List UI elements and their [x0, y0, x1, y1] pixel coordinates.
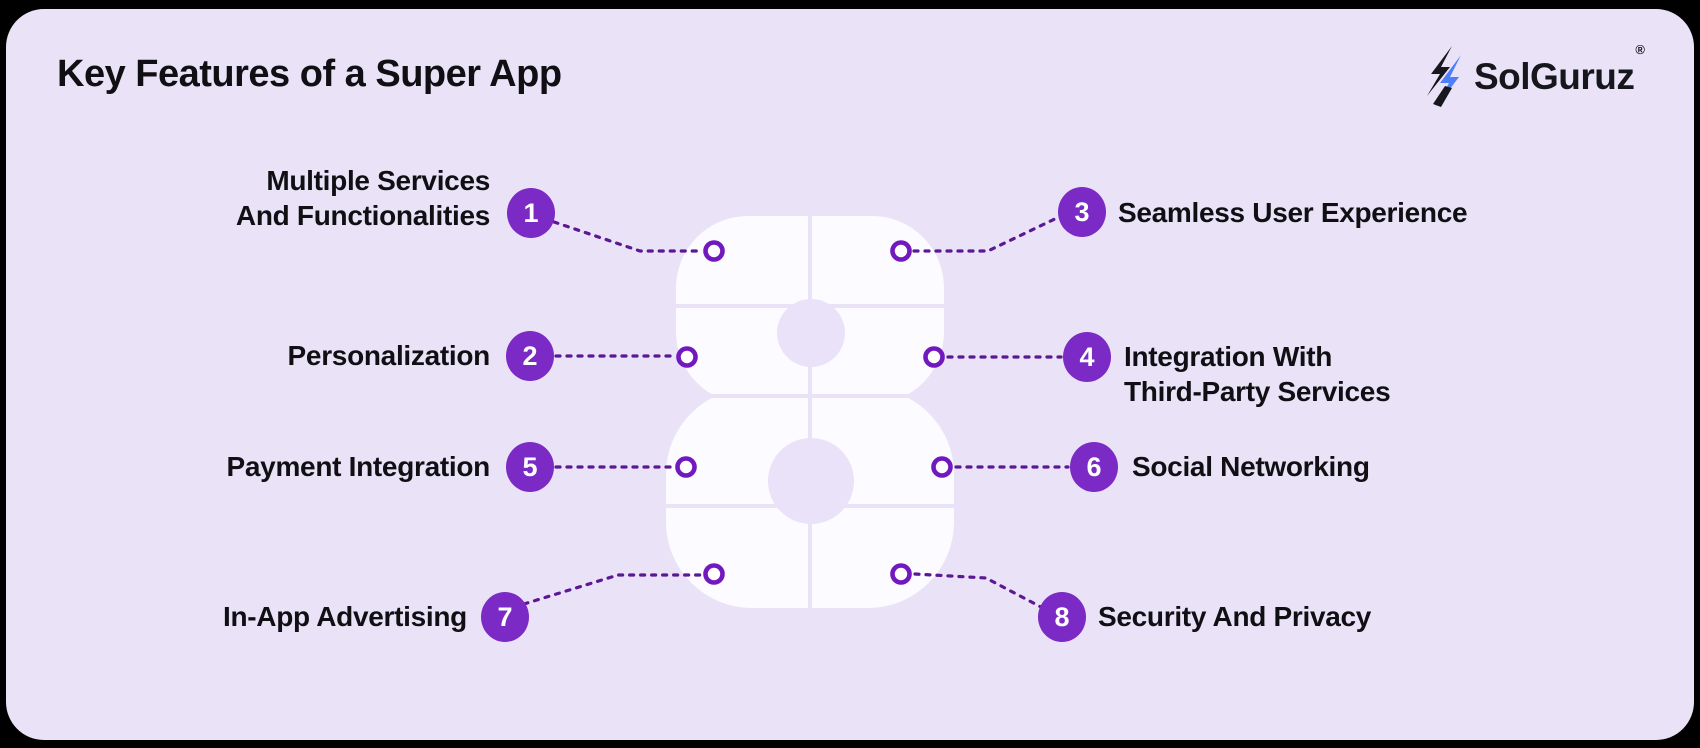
- connector-nodes: [675, 240, 953, 585]
- node-icon-6: [931, 456, 953, 478]
- solguruz-logo: SolGuruz®: [1421, 42, 1645, 108]
- feature-label-personalization: Personalization: [287, 340, 491, 371]
- figure-eight-shape: [650, 216, 970, 608]
- node-icon-2: [676, 346, 698, 368]
- logo-bolt-black: [1426, 46, 1452, 96]
- node-icon-3: [890, 240, 912, 262]
- node-icon-8: [890, 563, 912, 585]
- connector-1: [552, 220, 703, 253]
- node-icon-1: [703, 240, 725, 262]
- logo-bolt-black-tail: [1432, 86, 1452, 107]
- node-icon-7: [703, 563, 725, 585]
- registered-mark: ®: [1635, 42, 1645, 57]
- feature-badge-6: 6: [1070, 442, 1118, 492]
- solguruz-logo-icon: [1426, 46, 1461, 107]
- connector-3: [912, 215, 1061, 253]
- node-icon-5: [675, 456, 697, 478]
- feature-label-payment-integration: Payment Integration: [226, 451, 491, 482]
- feature-label-seamless-user-experience: Seamless User Experience: [1118, 197, 1468, 228]
- feature-badge-2: 2: [506, 331, 554, 381]
- feature-label-social-networking: Social Networking: [1132, 451, 1370, 482]
- feature-label-security-and-privacy: Security And Privacy: [1098, 601, 1372, 632]
- feature-label-integration-third-party: Integration With Third-Party Services: [1124, 341, 1391, 407]
- logo-text: SolGuruz: [1473, 56, 1635, 97]
- page-title: Key Features of a Super App: [57, 53, 562, 95]
- feature-badge-5: 5: [506, 442, 554, 492]
- feature-badge-4: 4: [1063, 332, 1111, 382]
- node-icon-4: [923, 346, 945, 368]
- dotted-connectors: [522, 215, 1070, 609]
- feature-badge-7: 7: [481, 592, 529, 642]
- connector-7: [522, 573, 702, 606]
- feature-label-multiple-services: Multiple Services And Functionalities: [235, 165, 490, 231]
- logo-bolt-blue: [1435, 55, 1461, 107]
- connector-8: [913, 572, 1043, 609]
- feature-badge-8: 8: [1038, 592, 1086, 642]
- feature-label-in-app-advertising: In-App Advertising: [222, 601, 467, 632]
- feature-badge-3: 3: [1058, 187, 1106, 237]
- feature-badge-1: 1: [507, 188, 555, 238]
